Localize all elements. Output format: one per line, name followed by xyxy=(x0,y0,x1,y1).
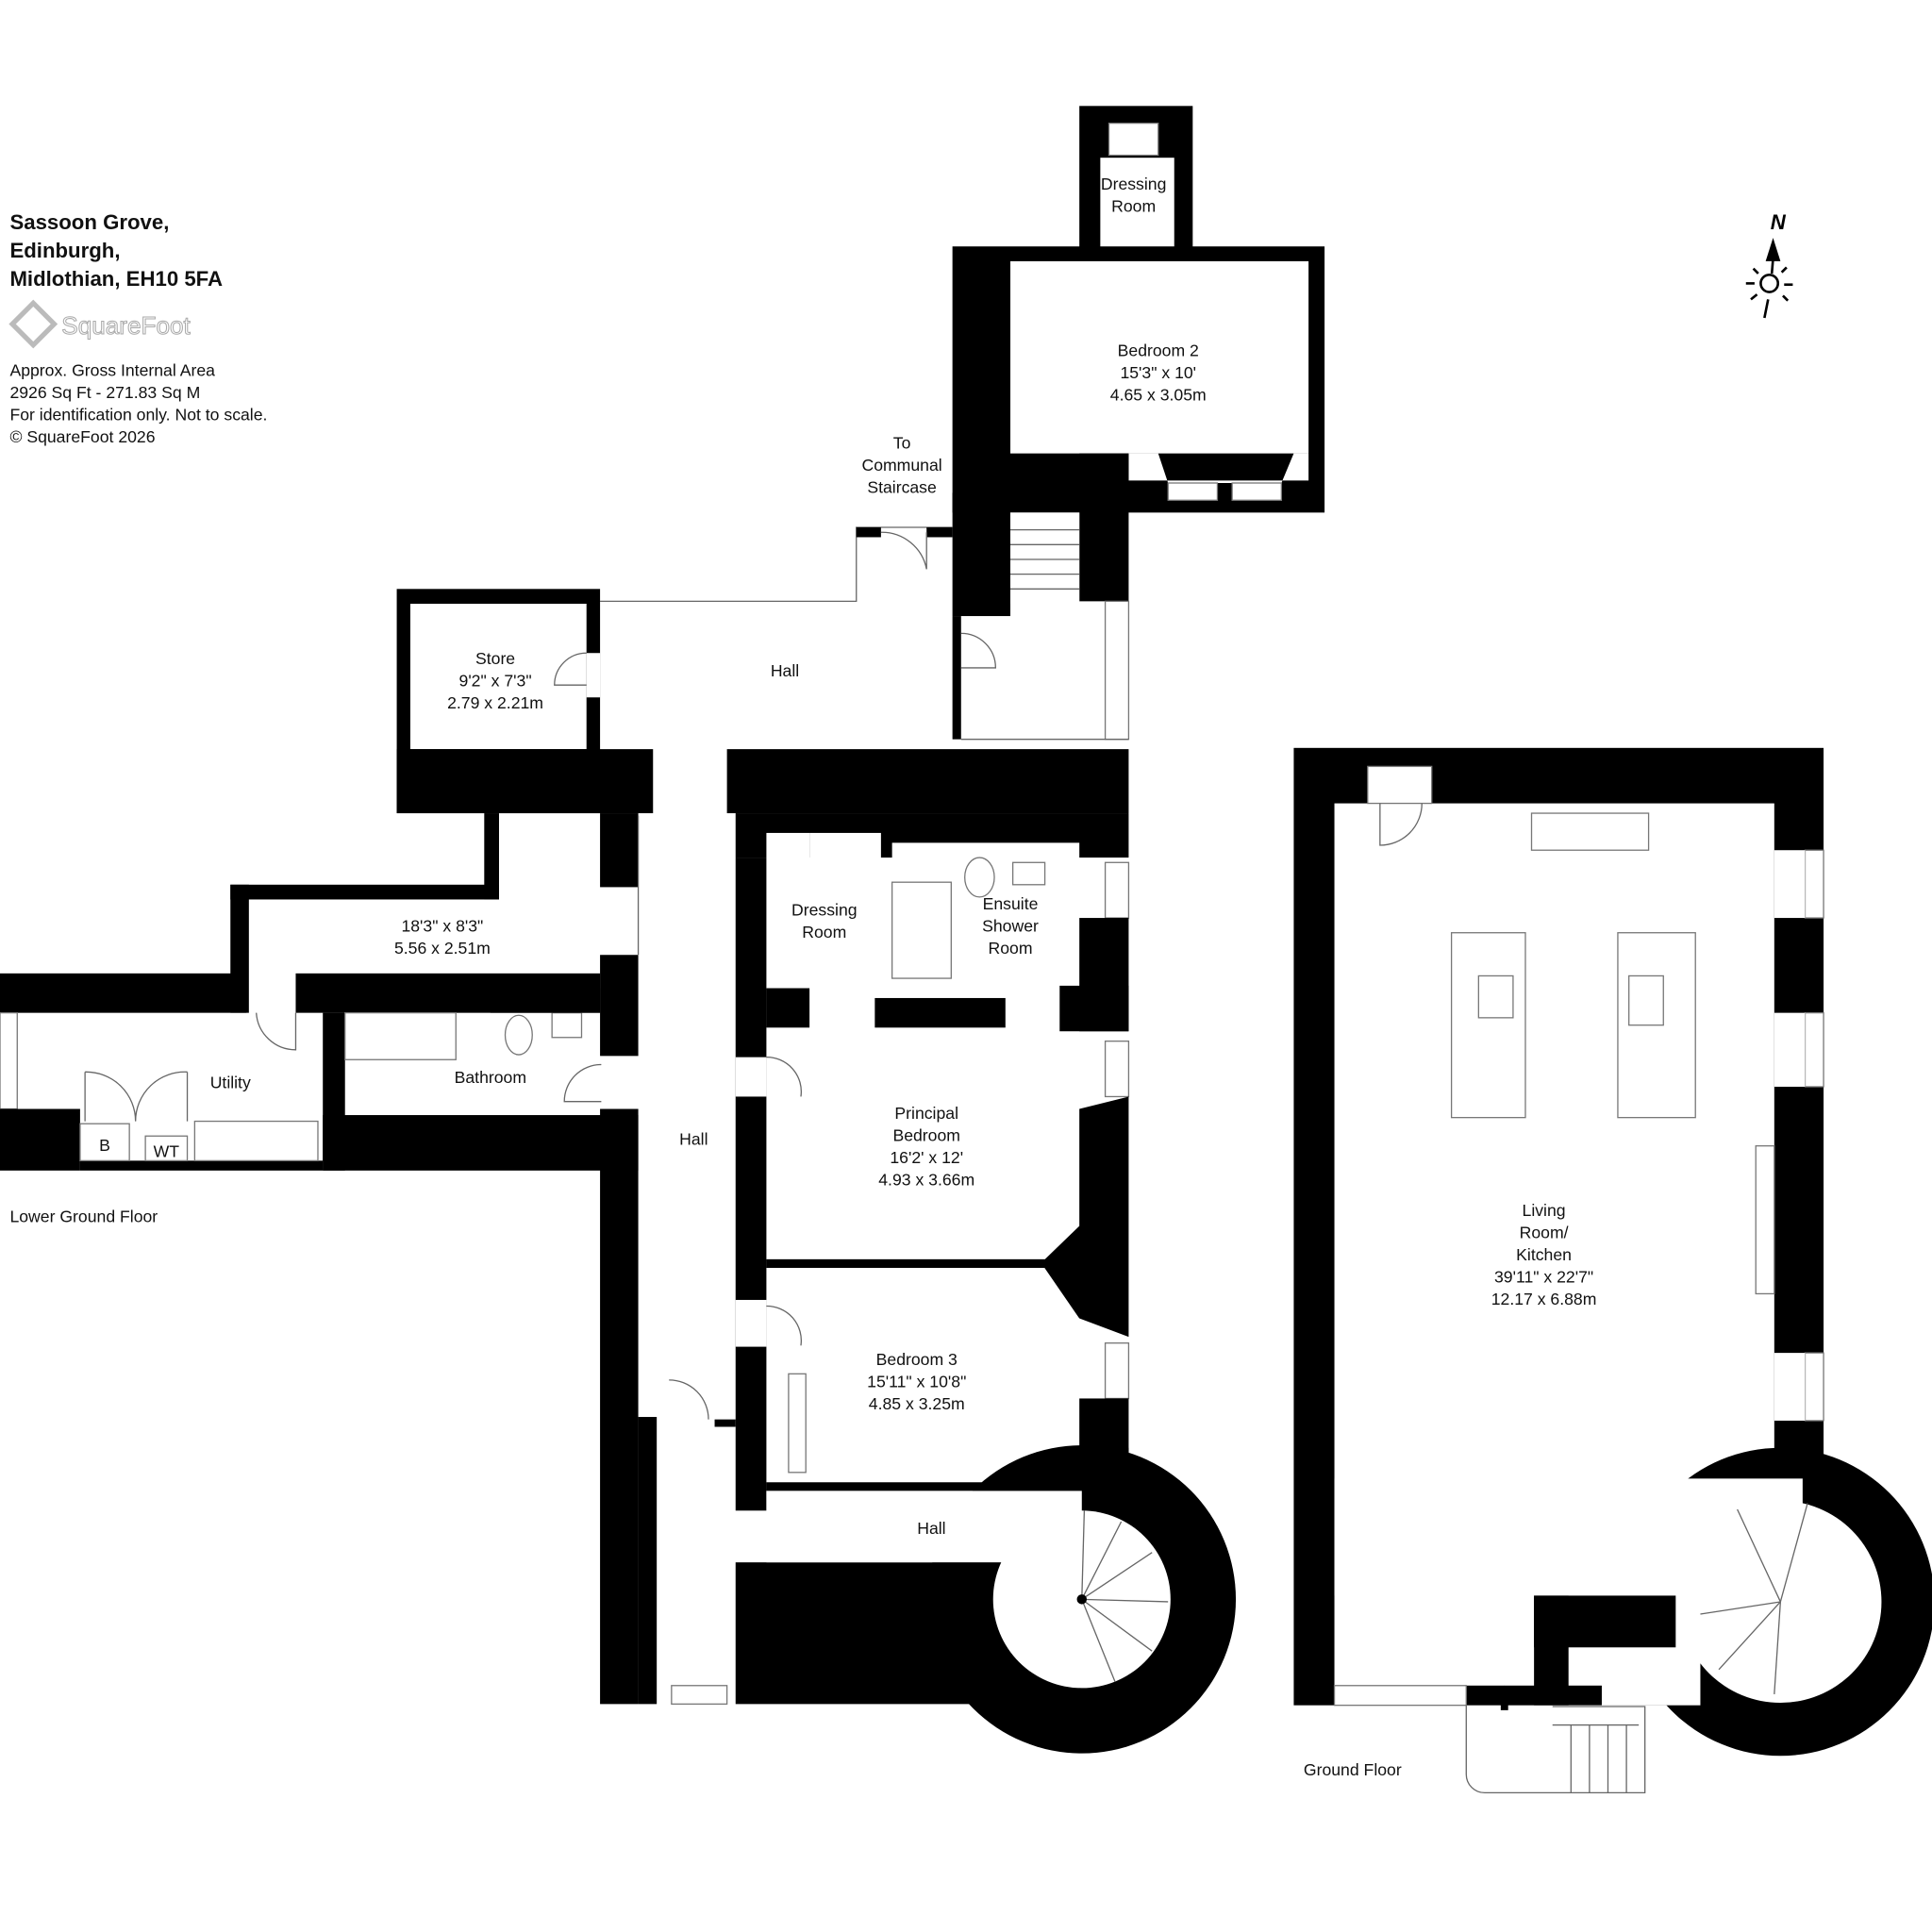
room-label-principal-bedroom: Principal xyxy=(894,1104,958,1123)
room-dims-imperial: 9'2" x 7'3" xyxy=(459,672,532,691)
address-line: Sassoon Grove, xyxy=(9,210,169,234)
north-compass-icon: N xyxy=(1745,210,1793,319)
room-dims-imperial: 16'2' x 12' xyxy=(890,1148,963,1167)
room-label-dressing-room-top: Dressing xyxy=(1101,175,1167,193)
info-line: 2926 Sq Ft - 271.83 Sq M xyxy=(9,383,200,402)
room-label-living-kitchen: Room/ xyxy=(1520,1224,1569,1242)
room-dims-metric: 2.79 x 2.21m xyxy=(447,693,543,712)
floor-label-lower-ground: Lower Ground Floor xyxy=(9,1208,158,1226)
room-dims-imperial: 39'11" x 22'7" xyxy=(1494,1268,1593,1287)
room-label-living-kitchen: Kitchen xyxy=(1516,1245,1572,1264)
room-labels: Dressing Room Bedroom 2 15'3" x 10' 4.65… xyxy=(9,175,1596,1779)
ground-floor-plan xyxy=(1293,747,1932,1794)
room-label-utility: Utility xyxy=(210,1073,251,1091)
room-label-ensuite: Shower xyxy=(982,916,1039,935)
lower-ground-floor-plan xyxy=(0,106,1325,1754)
address-block: Sassoon Grove, Edinburgh, Midlothian, EH… xyxy=(9,210,223,291)
room-label-hall: Hall xyxy=(771,661,799,680)
room-label-bedroom-2: Bedroom 2 xyxy=(1118,341,1199,359)
room-dims-imperial: 15'11" x 10'8" xyxy=(867,1373,966,1391)
room-label-bedroom-3: Bedroom 3 xyxy=(876,1350,958,1369)
floor-label-ground: Ground Floor xyxy=(1304,1760,1402,1779)
room-dims-imperial: 15'3" x 10' xyxy=(1120,363,1196,382)
room-dims-metric: 4.85 x 3.25m xyxy=(869,1394,965,1413)
room-dims-imperial: 18'3" x 8'3" xyxy=(401,916,483,935)
room-label-store: Store xyxy=(475,649,515,668)
room-dims-metric: 5.56 x 2.51m xyxy=(394,939,491,958)
logo-text: SquareFoot xyxy=(61,311,191,340)
entrance-arrow-icon xyxy=(1495,1685,1513,1710)
room-dims-metric: 4.65 x 3.05m xyxy=(1110,385,1207,404)
label-boiler: B xyxy=(99,1136,110,1155)
label-communal-staircase: Communal xyxy=(861,456,941,475)
room-label-hall: Hall xyxy=(917,1519,945,1538)
room-label-dressing-room: Dressing xyxy=(791,900,858,919)
room-label-dressing-room: Room xyxy=(802,923,846,941)
address-line: Edinburgh, xyxy=(9,239,120,262)
label-communal-staircase: Staircase xyxy=(867,477,937,496)
area-info: Approx. Gross Internal Area 2926 Sq Ft -… xyxy=(9,360,267,446)
room-label-ensuite: Ensuite xyxy=(983,894,1039,913)
room-dims-metric: 12.17 x 6.88m xyxy=(1491,1290,1597,1308)
info-line: For identification only. Not to scale. xyxy=(9,405,267,424)
squarefoot-logo: SquareFoot xyxy=(8,299,192,349)
room-label-dressing-room-top: Room xyxy=(1111,197,1156,216)
label-water-tank: WT xyxy=(154,1141,180,1160)
compass-label: N xyxy=(1771,210,1787,234)
label-communal-staircase: To xyxy=(893,433,911,452)
room-label-principal-bedroom: Bedroom xyxy=(892,1125,960,1144)
room-label-ensuite: Room xyxy=(989,939,1033,958)
address-line: Midlothian, EH10 5FA xyxy=(9,267,223,291)
info-line: © SquareFoot 2026 xyxy=(9,427,155,446)
room-dims-metric: 4.93 x 3.66m xyxy=(878,1170,974,1189)
room-label-hall: Hall xyxy=(679,1129,708,1148)
info-line: Approx. Gross Internal Area xyxy=(9,360,215,379)
room-label-bathroom: Bathroom xyxy=(455,1068,526,1087)
room-label-living-kitchen: Living xyxy=(1523,1201,1566,1220)
